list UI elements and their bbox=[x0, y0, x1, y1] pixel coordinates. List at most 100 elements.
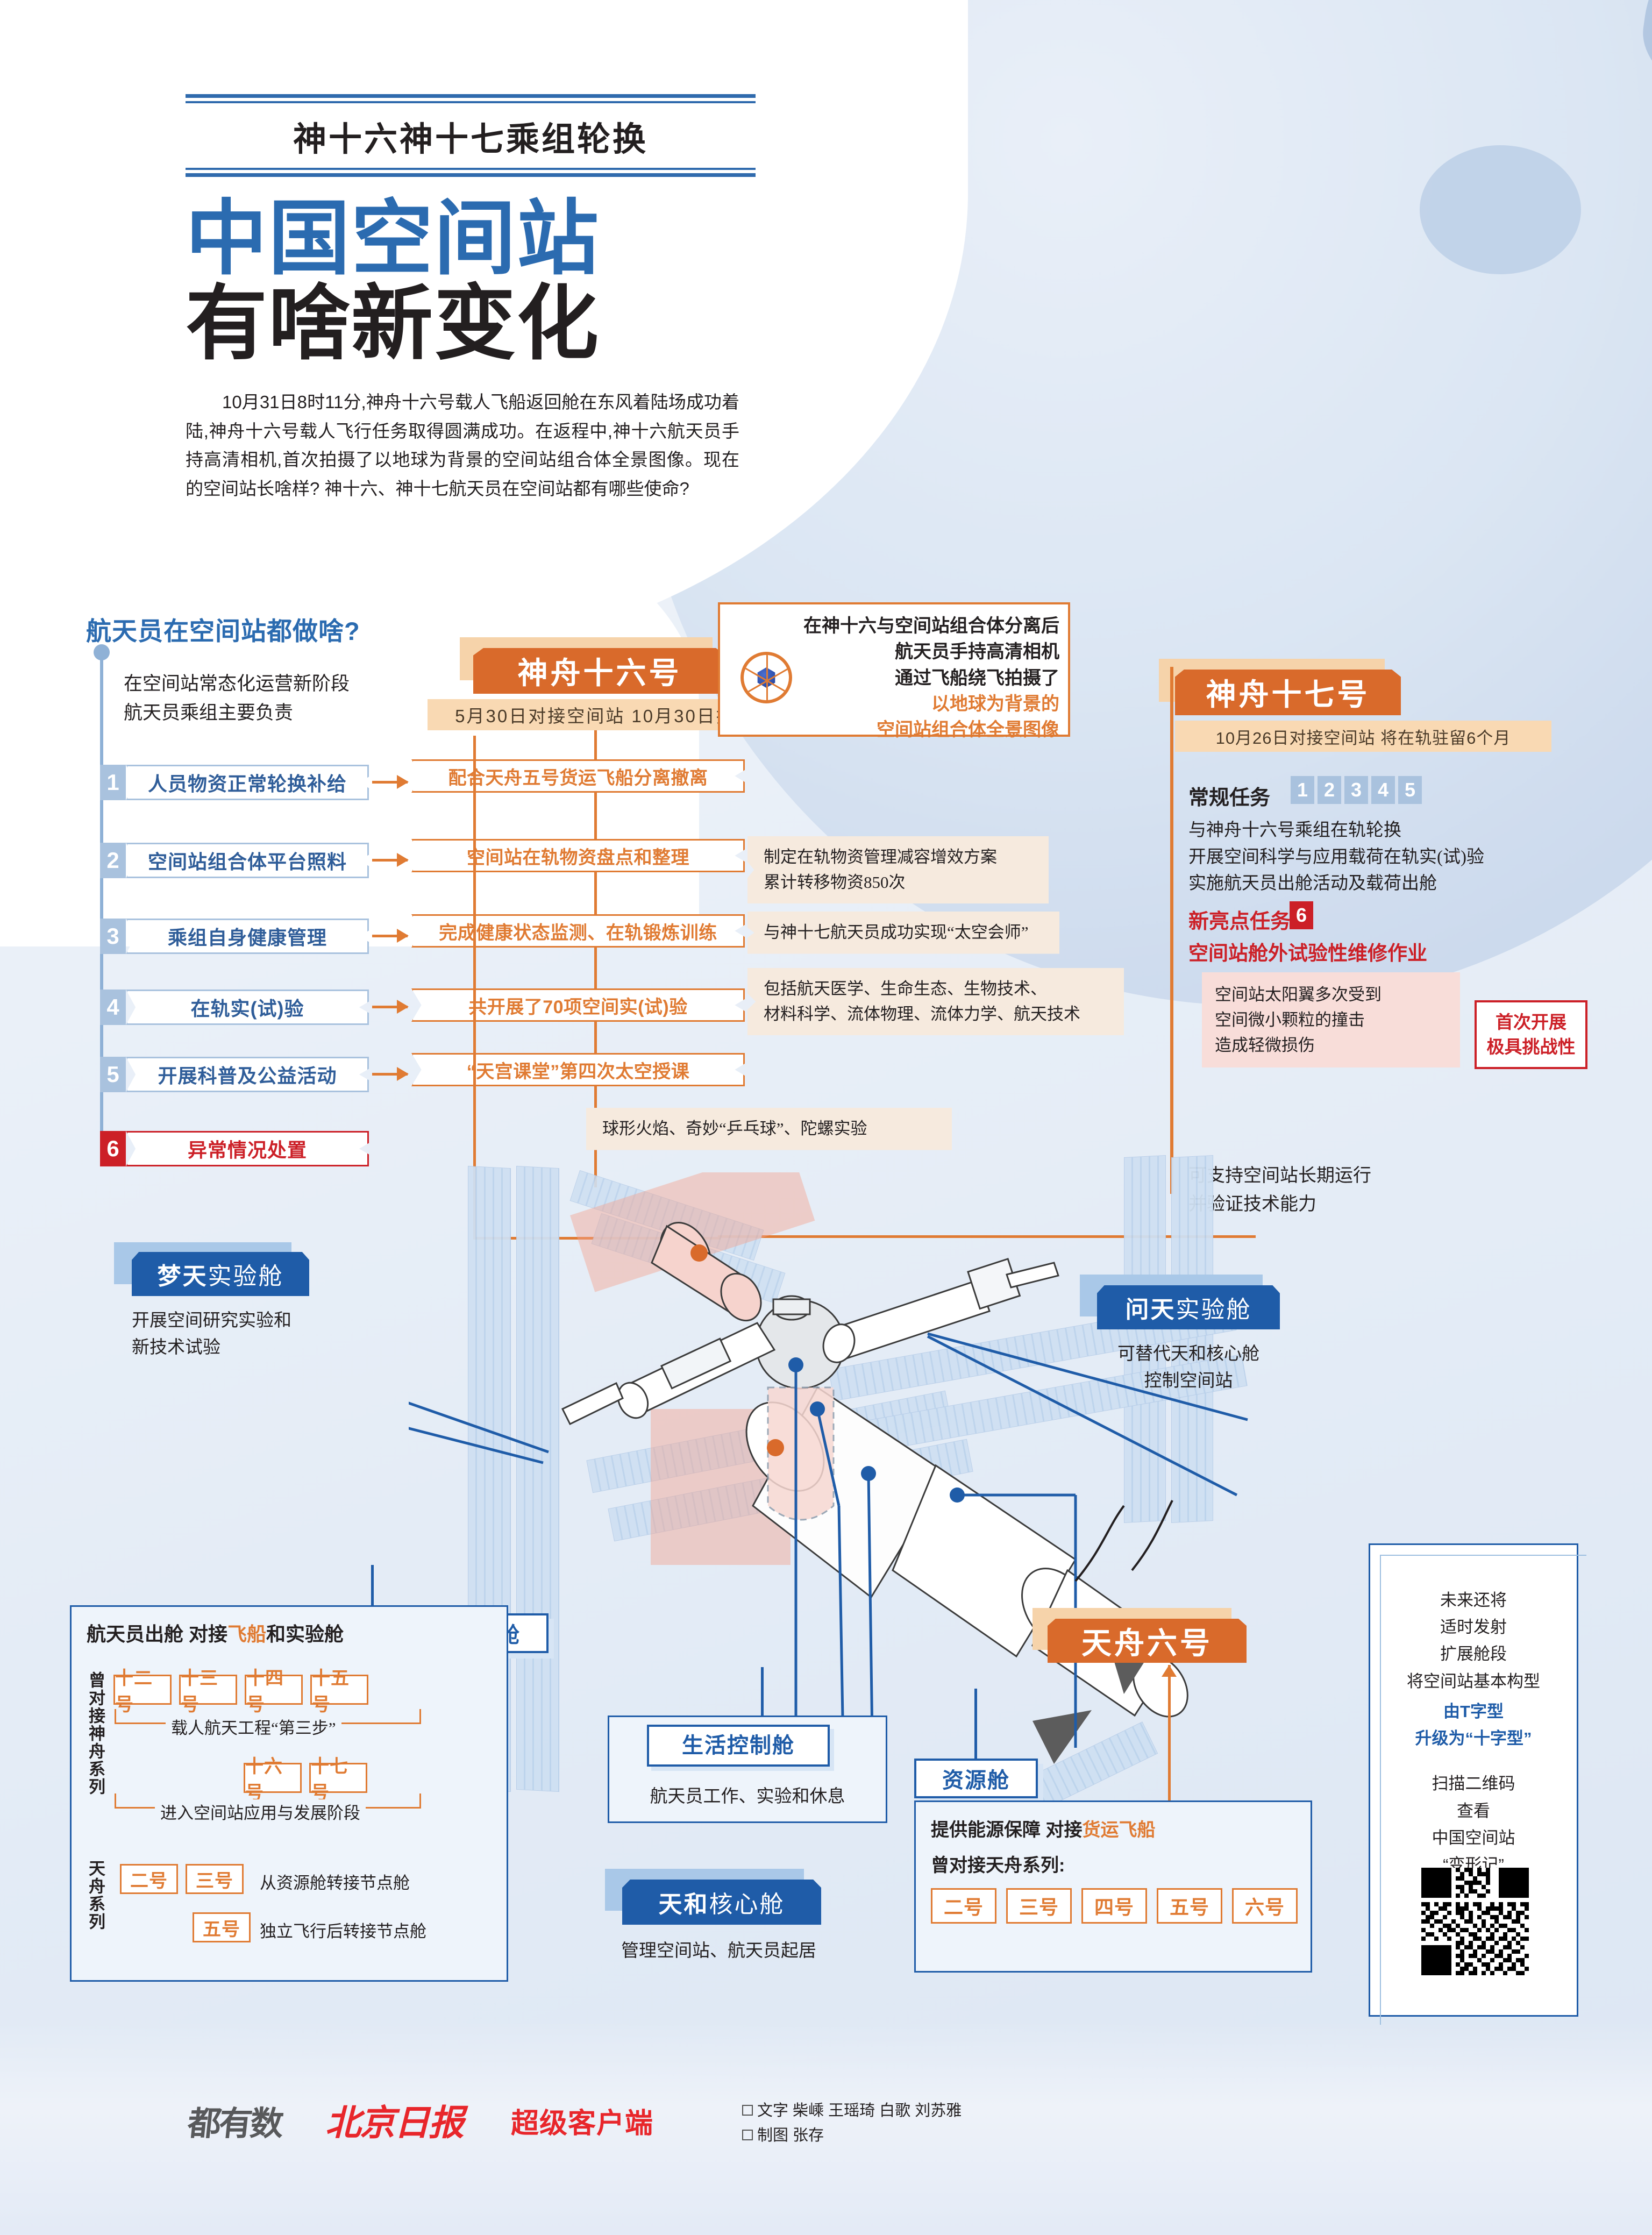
task-row-3[interactable]: 3 乘组自身健康管理 bbox=[100, 919, 369, 954]
mengtian-desc-1: 开展空间研究实验和 bbox=[132, 1310, 291, 1330]
camera-line-4: 以地球为背景的 bbox=[931, 693, 1059, 714]
shenzhou-series-vertical-label: 曾对接神舟系列 bbox=[86, 1671, 105, 1796]
life-control-chip: 生活控制舱 bbox=[647, 1725, 830, 1767]
shenzhou-row-1: 十二号 十三号 十四号 十五号 bbox=[113, 1668, 368, 1715]
resource-desc-a: 提供能源保障 对接 bbox=[931, 1820, 1083, 1840]
shenzhou16-note-3: 包括航天医学、生命生态、生物技术、 材料科学、流体物理、流体力学、航天技术 bbox=[747, 968, 1124, 1035]
task-row-1[interactable]: 1 人员物资正常轮换补给 bbox=[100, 765, 369, 800]
header-rule-bot-thin bbox=[186, 168, 756, 170]
future-line-1: 未来还将 bbox=[1440, 1591, 1507, 1610]
section-heading-astronaut-tasks: 航天员在空间站都做啥? bbox=[86, 617, 360, 645]
aperture-icon bbox=[740, 652, 792, 703]
mengtian-name-soft: 实验舱 bbox=[208, 1263, 284, 1290]
wentian-name-bold: 问天 bbox=[1125, 1297, 1176, 1323]
wentian-desc-1: 可替代天和核心舱 bbox=[1117, 1343, 1259, 1363]
highlight-task-title: 空间站舱外试验性维修作业 bbox=[1188, 942, 1427, 964]
qr-code[interactable] bbox=[1421, 1868, 1529, 1975]
scan-line-1: 扫描二维码 bbox=[1432, 1774, 1515, 1793]
callout-connector-h2 bbox=[718, 1235, 1256, 1238]
task-label-1: 人员物资正常轮换补给 bbox=[126, 765, 369, 800]
tianhe-name-soft: 核心舱 bbox=[709, 1891, 785, 1918]
task-label-6: 异常情况处置 bbox=[126, 1131, 369, 1166]
space-station-diagram bbox=[409, 1155, 1269, 1853]
tianzhou-chip-2: 二号 bbox=[120, 1864, 178, 1894]
task-number-5: 5 bbox=[100, 1057, 126, 1092]
shenzhou16-detail-2: 空间站在轨物资盘点和整理 bbox=[411, 839, 745, 872]
tianzhou-row-1: 二号 三号 bbox=[120, 1864, 244, 1894]
task-label-3: 乘组自身健康管理 bbox=[126, 919, 369, 954]
callout-connector-v bbox=[473, 736, 476, 1238]
future-expansion-text: 未来还将 适时发射 扩展舱段 将空间站基本构型 由T字型 升级为“十字型” 扫描… bbox=[1370, 1587, 1577, 1878]
routine-task-numbers: 1 2 3 4 5 bbox=[1291, 776, 1425, 804]
shenzhou16-chip: 神舟十六号 bbox=[473, 648, 726, 694]
camera-callout-box: 在神十六与空间站组合体分离后 航天员手持高清相机 通过飞船绕飞拍摄了 以地球为背… bbox=[718, 602, 1070, 740]
tianzhou-series-vertical-label: 天舟系列 bbox=[86, 1860, 105, 1931]
task-row-6[interactable]: 6 异常情况处置 bbox=[100, 1131, 369, 1166]
routine-tasks-label: 常规任务 bbox=[1188, 787, 1271, 809]
routine-line-1: 与神舟十六号乘组在轨轮换 bbox=[1188, 821, 1401, 840]
future-line-2: 适时发射 bbox=[1440, 1618, 1507, 1637]
credit-text: 文字 柴嵊 王瑶琦 白歌 刘苏雅 bbox=[757, 2102, 962, 2119]
tianhe-chip: 天和核心舱 bbox=[622, 1880, 821, 1925]
shenzhou16-note-1: 制定在轨物资管理减容增效方案 累计转移物资850次 bbox=[747, 836, 1049, 903]
wentian-description: 可替代天和核心舱 控制空间站 bbox=[1100, 1340, 1277, 1394]
shenzhou-chip-14: 十四号 bbox=[245, 1668, 303, 1715]
tianzhou-chip-3: 三号 bbox=[186, 1864, 244, 1894]
task-number-4: 4 bbox=[100, 990, 126, 1025]
camera-line-5: 空间站组合体全景图像 bbox=[877, 720, 1059, 741]
task-row-4[interactable]: 4 在轨实(试)验 bbox=[100, 990, 369, 1025]
resource-leader bbox=[974, 1689, 977, 1760]
task-label-4: 在轨实(试)验 bbox=[126, 990, 369, 1025]
shenzhou16-note-4: 球形火焰、奇妙“乒乓球”、陀螺实验 bbox=[586, 1108, 952, 1150]
node-panel-title: 航天员出舱 对接飞船和实验舱 bbox=[87, 1619, 344, 1647]
solar-wing-damage-note: 空间站太阳翼多次受到 空间微小颗粒的撞击 造成轻微损伤 bbox=[1202, 972, 1460, 1068]
tianzhou-row2-note: 独立飞行后转接节点舱 bbox=[260, 1922, 426, 1941]
shenzhou16-detail-4: 共开展了70项空间实(试)验 bbox=[411, 988, 745, 1022]
task-row-5[interactable]: 5 开展科普及公益活动 bbox=[100, 1057, 369, 1092]
highlight-task-num: 6 bbox=[1290, 901, 1313, 929]
life-control-panel: 生活控制舱 航天员工作、实验和休息 bbox=[608, 1716, 887, 1823]
task-row-2[interactable]: 2 空间站组合体平台照料 bbox=[100, 843, 369, 878]
res-chip-5: 五号 bbox=[1157, 1888, 1222, 1924]
poster-footer: 都有数 北京日报 超级客户端 文字 柴嵊 王瑶琦 白歌 刘苏雅 制图 张存 bbox=[186, 2087, 1022, 2156]
wentian-chip: 问天实验舱 bbox=[1097, 1285, 1280, 1329]
shenzhou-row-2: 十六号 十七号 bbox=[244, 1756, 367, 1803]
dushushu-logo: 都有数 bbox=[186, 2104, 284, 2143]
task-arrow-1 bbox=[372, 775, 409, 789]
task-number-2: 2 bbox=[100, 843, 126, 878]
task-arrow-3 bbox=[372, 929, 409, 943]
super-client-label: 超级客户端 bbox=[511, 2108, 654, 2139]
task-label-2: 空间站组合体平台照料 bbox=[126, 843, 369, 878]
tianzhou6-leader bbox=[1168, 1665, 1171, 1915]
qr-panel-inner-rule bbox=[1380, 1555, 1586, 2025]
credits-block: 文字 柴嵊 王瑶琦 白歌 刘苏雅 制图 张存 bbox=[742, 2098, 962, 2148]
wentian-name-soft: 实验舱 bbox=[1176, 1297, 1252, 1323]
task-arrow-5 bbox=[372, 1067, 409, 1081]
shenzhou17-tagline: 10月26日对接空间站 将在轨驻留6个月 bbox=[1175, 721, 1551, 752]
tianhe-name-bold: 天和 bbox=[658, 1891, 709, 1918]
camera-line-3: 通过飞船绕飞拍摄了 bbox=[895, 667, 1059, 688]
future-line-3: 扩展舱段 bbox=[1440, 1645, 1507, 1664]
tasks-subnote-line2: 航天员乘组主要负责 bbox=[124, 702, 294, 724]
mengtian-chip: 梦天实验舱 bbox=[132, 1252, 309, 1296]
badge-line-2: 极具挑战性 bbox=[1486, 1037, 1576, 1057]
resource-module-panel: 提供能源保障 对接货运飞船 曾对接天舟系列: 二号 三号 四号 五号 六号 bbox=[914, 1800, 1312, 1973]
tail-line-1: 可支持空间站长期运行 bbox=[1188, 1165, 1371, 1186]
resource-desc-orange: 货运飞船 bbox=[1082, 1820, 1156, 1840]
shenzhou16-detail-1: 配合天舟五号货运飞船分离撤离 bbox=[411, 759, 745, 793]
shenzhou-chip-13: 十三号 bbox=[179, 1668, 237, 1715]
scan-line-3: 中国空间站 bbox=[1432, 1828, 1515, 1847]
res-chip-4: 四号 bbox=[1081, 1888, 1147, 1924]
badge-line-1: 首次开展 bbox=[1496, 1012, 1566, 1032]
credit-checkbox-2 bbox=[742, 2130, 753, 2141]
first-time-challenge-badge: 首次开展 极具挑战性 bbox=[1475, 1000, 1587, 1070]
shenzhou-chip-17: 十七号 bbox=[309, 1756, 367, 1803]
routine-num-5: 5 bbox=[1398, 776, 1422, 804]
resource-chip: 资源舱 bbox=[914, 1759, 1038, 1798]
node-title-a: 航天员出舱 对接 bbox=[87, 1623, 228, 1645]
credit-graphic: 制图 张存 bbox=[757, 2127, 824, 2145]
shenzhou17-chip: 神舟十七号 bbox=[1175, 670, 1401, 715]
tianzhou6-chip: 天舟六号 bbox=[1048, 1619, 1247, 1663]
task-label-5: 开展科普及公益活动 bbox=[126, 1057, 369, 1092]
tianzhou-row-2: 五号 bbox=[193, 1912, 251, 1942]
